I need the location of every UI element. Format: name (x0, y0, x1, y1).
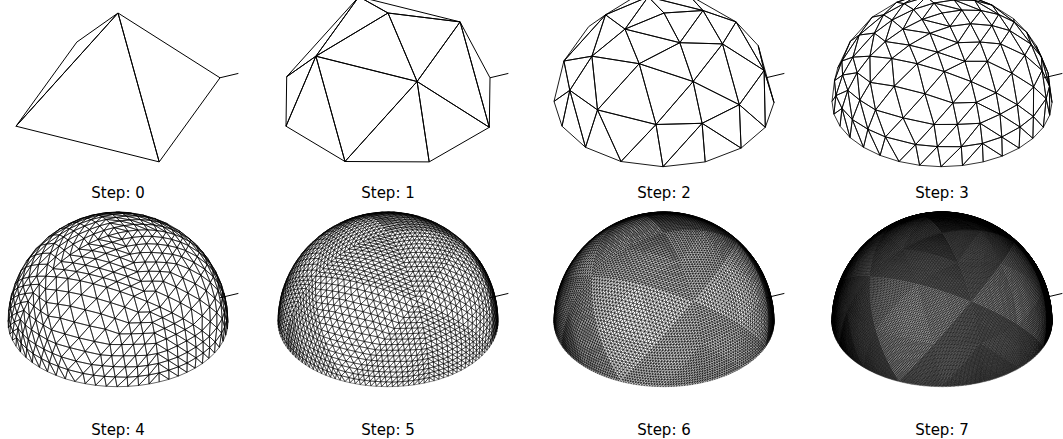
step-label: Step: 4 (18, 421, 218, 439)
axis-stub (766, 73, 784, 77)
geodesic-dome (554, 212, 774, 387)
axis-stub (766, 293, 784, 297)
axis-stub (220, 293, 238, 297)
axis-stub (220, 73, 238, 77)
axis-stub (490, 293, 508, 297)
step-label: Step: 6 (564, 421, 764, 439)
geodesic-dome (832, 0, 1052, 167)
step-label: Step: 5 (288, 421, 488, 439)
step-label: Step: 1 (288, 184, 488, 202)
step-label: Step: 3 (842, 184, 1042, 202)
axis-stub (490, 73, 508, 77)
geodesic-dome (8, 212, 228, 387)
axis-stub (1044, 73, 1062, 77)
axis-stub (1044, 293, 1062, 297)
geodesic-dome (278, 212, 498, 387)
step-label: Step: 0 (18, 184, 218, 202)
step-label: Step: 2 (564, 184, 764, 202)
geodesic-dome (554, 0, 774, 167)
step-label: Step: 7 (842, 421, 1042, 439)
geodesic-dome (286, 0, 490, 162)
geodesic-dome (832, 212, 1052, 387)
geodesic-dome (16, 13, 220, 162)
